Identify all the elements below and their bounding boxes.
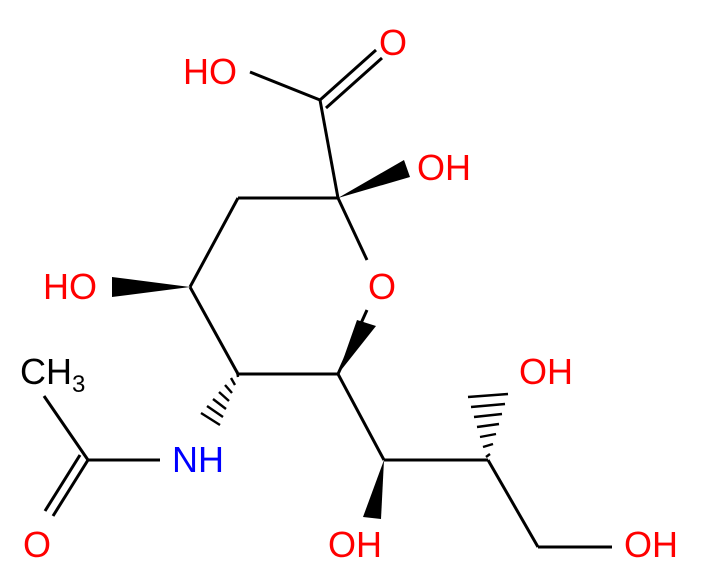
atom-o-carbonyl: O (379, 22, 407, 63)
atom-nh: NH (172, 439, 224, 480)
hash-c7-oh (467, 392, 509, 458)
hash-c5-n (200, 370, 240, 427)
wedge-c4-oh (112, 277, 190, 297)
glycerol-bonds (336, 373, 612, 549)
carboxyl-bonds (249, 48, 383, 199)
atom-oh-acid: HO (183, 51, 237, 92)
atom-oh-c2: OH (417, 147, 471, 188)
ring-bonds (188, 196, 369, 376)
atom-ch3: CH3 (20, 351, 85, 398)
atom-o-amide: O (23, 524, 51, 565)
atom-oh-c8: OH (328, 524, 382, 565)
atom-oh-c4: HO (43, 266, 97, 307)
atom-oh-c7: OH (519, 351, 573, 392)
wedge-c2-oh (338, 160, 410, 198)
acetamide-bonds (42, 395, 160, 517)
wedge-c8-oh (363, 460, 384, 519)
atom-oh-c9: OH (624, 524, 678, 565)
wedge-c6-o (338, 320, 376, 374)
atom-o-ring: O (368, 266, 396, 307)
